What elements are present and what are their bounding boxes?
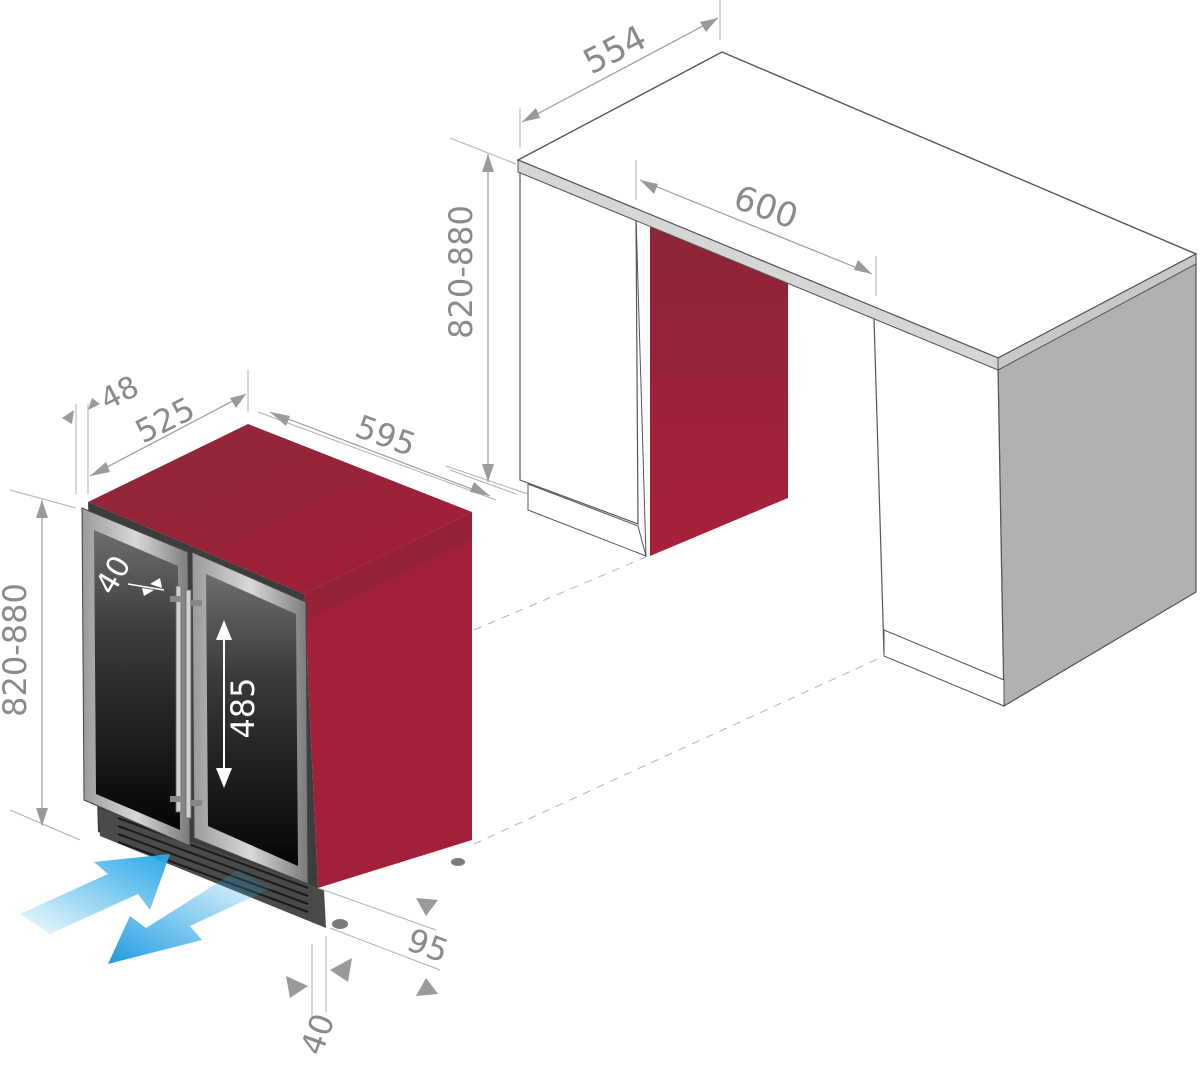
airflow-out-icon — [108, 870, 272, 964]
label-glass-height: 485 — [224, 677, 262, 738]
label-unit-width: 595 — [351, 407, 421, 464]
dimension-lines — [9, 0, 877, 1020]
niche-back-wall — [650, 222, 788, 556]
right-cabinet-plinth — [883, 629, 1005, 707]
plinth-grille — [117, 817, 309, 913]
label-door-thickness: 48 — [95, 369, 145, 418]
label-unit-height: 820-880 — [0, 583, 34, 717]
label-plinth-offset: 40 — [293, 1009, 343, 1060]
kitchen-counter — [516, 51, 1198, 708]
cooler-top-face — [88, 424, 472, 594]
left-cabinet-front — [519, 169, 639, 525]
left-door-glass — [94, 530, 180, 830]
airflow-arrows — [20, 854, 272, 964]
airflow-in-icon — [20, 854, 170, 934]
label-niche-height: 820-880 — [442, 205, 480, 339]
cooler-side-face — [304, 512, 472, 888]
door-handles — [170, 585, 202, 819]
countertop-right-edge — [997, 253, 1197, 371]
label-plinth-depth: 95 — [402, 921, 453, 971]
guide-lines — [473, 555, 885, 845]
right-door-glass — [206, 574, 298, 866]
wine-cooler — [81, 424, 472, 929]
